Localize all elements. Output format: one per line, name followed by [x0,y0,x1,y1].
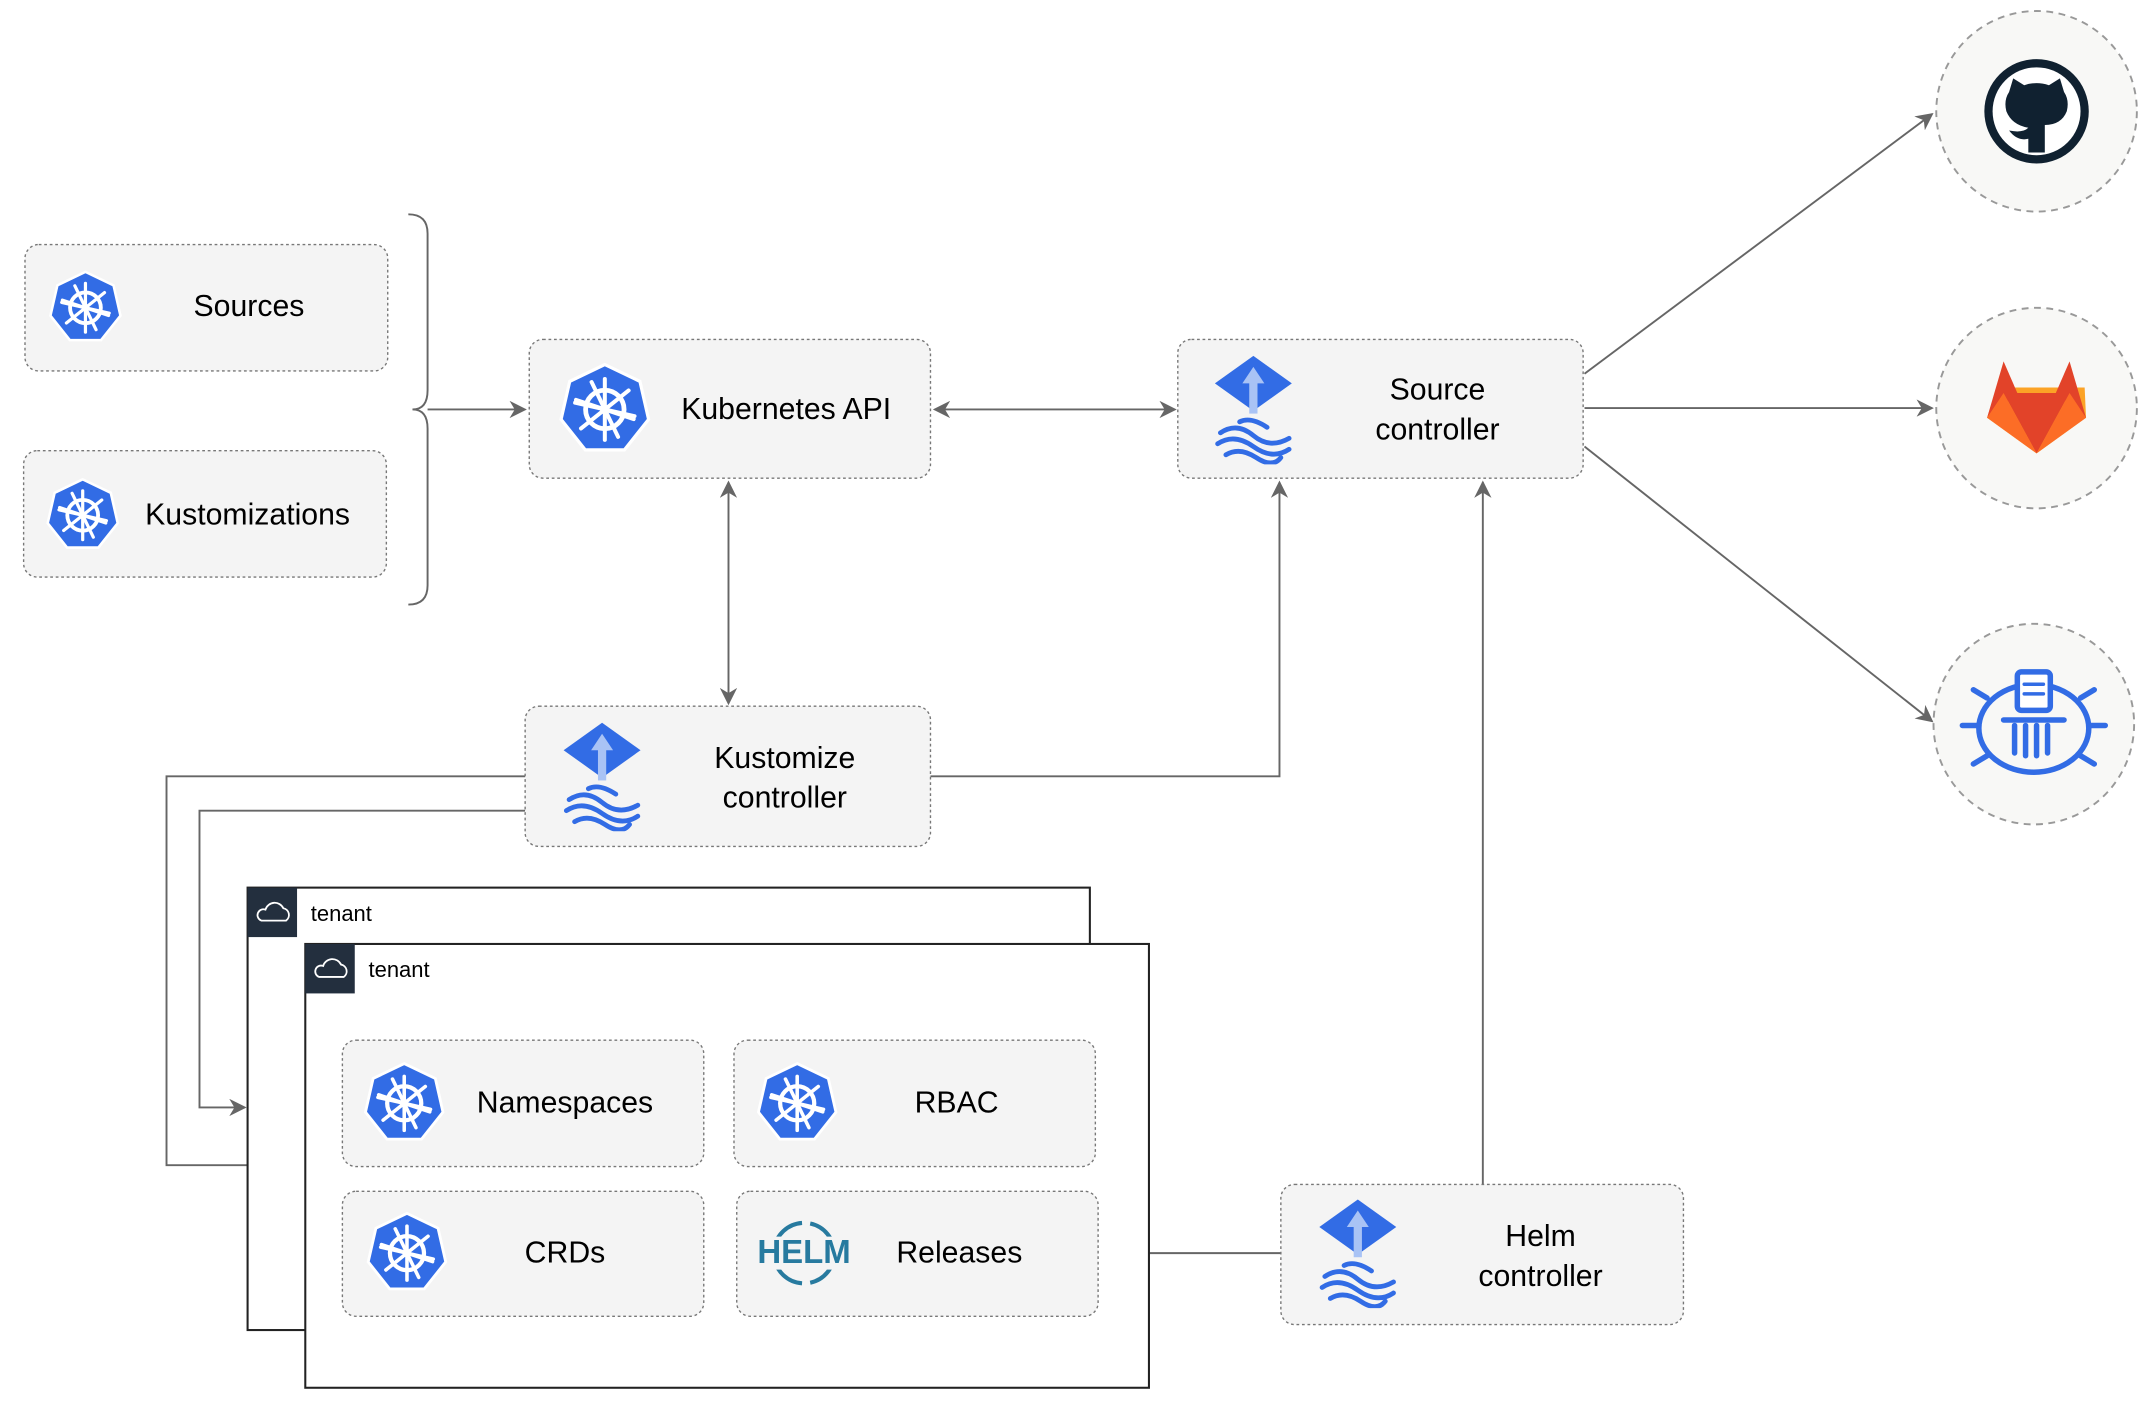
gitlab-source[interactable] [1935,306,2138,510]
kustomize-controller-label-2: controller [723,782,847,815]
node-namespaces[interactable]: Namespaces [341,1039,705,1168]
kustomizations-label: Kustomizations [145,499,350,532]
kubernetes-api-label: Kubernetes API [681,393,891,426]
crds-label: CRDs [525,1236,606,1269]
source-controller-label-2: controller [1375,413,1499,446]
github-icon [1984,59,2089,164]
cloud-icon [314,958,348,978]
node-releases[interactable]: HELM Releases [736,1190,1099,1318]
cloud-icon [256,901,290,922]
helm-icon: HELM [754,1220,854,1286]
node-source-controller[interactable]: Source controller [1177,338,1584,479]
sources-label: Sources [194,290,305,323]
node-rbac[interactable]: RBAC [733,1039,1097,1168]
node-sources[interactable]: Sources [24,243,389,372]
node-helm-controller[interactable]: Helm controller [1280,1183,1685,1326]
rbac-label: RBAC [915,1087,999,1120]
node-crds[interactable]: CRDs [341,1190,705,1318]
edge-source-to-helmrepo [1583,445,1934,723]
helm-controller-label-1: Helm [1505,1220,1576,1253]
kustomize-controller-label-1: Kustomize [714,742,855,775]
helm-controller-label-2: controller [1478,1260,1602,1293]
edge-kustomize-to-source [930,480,1289,778]
gitlab-icon [1987,361,2087,454]
helm-repository-source[interactable] [1932,622,2136,826]
bracket [408,213,429,606]
edge-kustomize-to-tenant-front [165,775,526,1174]
github-source[interactable] [1935,10,2138,213]
helm-logo-text: HELM [757,1233,850,1270]
node-kustomize-controller[interactable]: Kustomize controller [524,705,932,848]
namespaces-label: Namespaces [477,1087,653,1120]
source-controller-label-1: Source [1390,374,1486,407]
tenant-label: tenant [369,957,430,982]
edge-kustomize-to-tenant-back [198,809,526,1117]
node-kustomizations[interactable]: Kustomizations [22,449,388,578]
edge-source-to-github [1583,113,1934,375]
tenant-label: tenant [311,901,372,926]
helm-repository-icon [1959,669,2109,775]
releases-label: Releases [896,1236,1022,1269]
node-kubernetes-api[interactable]: Kubernetes API [528,338,932,479]
